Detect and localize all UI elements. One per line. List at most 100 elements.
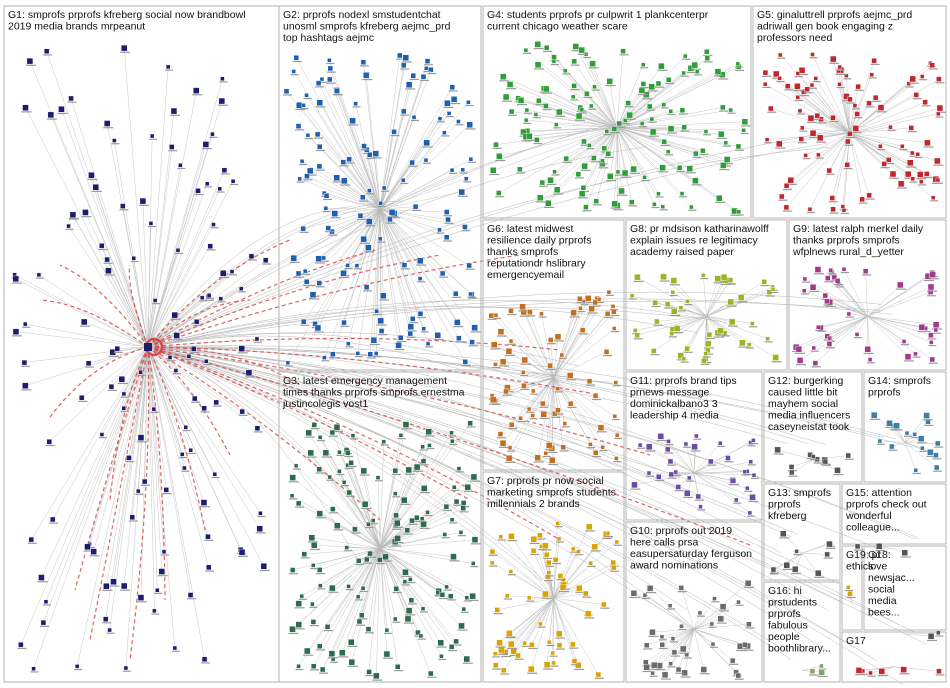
node-g6[interactable]	[593, 450, 599, 456]
node-g1[interactable]	[158, 568, 165, 575]
node-g5[interactable]	[888, 125, 893, 130]
node-g3[interactable]	[310, 619, 317, 625]
node-g4[interactable]	[553, 186, 561, 193]
node-g8[interactable]	[750, 321, 755, 326]
node-g1[interactable]	[173, 332, 180, 339]
node-g11[interactable]	[667, 458, 674, 465]
node-g3[interactable]	[420, 444, 425, 450]
node-g4[interactable]	[534, 41, 541, 48]
node-g3[interactable]	[356, 618, 363, 625]
node-g3[interactable]	[382, 553, 389, 561]
node-g6[interactable]	[493, 312, 499, 318]
node-g4[interactable]	[539, 179, 546, 186]
node-g3[interactable]	[439, 654, 444, 659]
node-g1[interactable]	[103, 120, 111, 127]
node-g4[interactable]	[545, 200, 552, 207]
node-g10[interactable]	[712, 596, 717, 601]
node-g7[interactable]	[546, 570, 551, 575]
node-g4[interactable]	[589, 60, 596, 67]
node-g11[interactable]	[742, 469, 747, 474]
node-g6[interactable]	[503, 388, 509, 395]
node-g6[interactable]	[562, 421, 568, 426]
node-g7[interactable]	[570, 641, 576, 648]
node-g5[interactable]	[787, 176, 794, 184]
node-g4[interactable]	[615, 169, 621, 175]
node-g2[interactable]	[360, 59, 367, 65]
node-g3[interactable]	[310, 663, 317, 669]
node-g6[interactable]	[549, 457, 556, 464]
node-g1[interactable]	[118, 376, 126, 383]
node-g1[interactable]	[148, 221, 154, 226]
node-g2[interactable]	[370, 337, 378, 344]
node-g11[interactable]	[684, 490, 691, 497]
node-g4[interactable]	[547, 177, 554, 184]
node-g10[interactable]	[670, 636, 676, 641]
node-g3[interactable]	[317, 567, 323, 573]
node-g1[interactable]	[114, 345, 121, 352]
node-g2[interactable]	[454, 319, 461, 326]
node-g1[interactable]	[238, 548, 246, 556]
node-g1[interactable]	[218, 296, 224, 301]
node-g2[interactable]	[407, 323, 414, 330]
node-g9[interactable]	[809, 284, 817, 291]
node-g1[interactable]	[40, 619, 47, 626]
node-g4[interactable]	[581, 162, 588, 170]
node-g1[interactable]	[85, 360, 92, 367]
node-g1[interactable]	[152, 608, 157, 614]
node-g2[interactable]	[327, 76, 333, 83]
node-g4[interactable]	[693, 150, 699, 157]
node-g3[interactable]	[361, 501, 369, 508]
node-g6[interactable]	[596, 297, 602, 302]
node-g8[interactable]	[701, 357, 707, 364]
node-g7[interactable]	[537, 532, 543, 539]
node-g6[interactable]	[570, 309, 577, 316]
node-g6[interactable]	[490, 396, 497, 404]
node-g5[interactable]	[866, 192, 872, 199]
node-g7[interactable]	[585, 523, 593, 530]
node-g2[interactable]	[363, 284, 370, 290]
node-g9[interactable]	[816, 325, 821, 330]
node-g4[interactable]	[716, 194, 723, 202]
node-g4[interactable]	[661, 139, 667, 145]
node-g6[interactable]	[560, 444, 566, 450]
node-g1[interactable]	[167, 355, 173, 360]
node-g3[interactable]	[394, 519, 401, 527]
node-g2[interactable]	[321, 255, 327, 261]
node-g3[interactable]	[449, 430, 454, 435]
node-g2[interactable]	[357, 212, 364, 219]
node-g6[interactable]	[614, 456, 619, 461]
node-g1[interactable]	[31, 666, 36, 671]
node-g3[interactable]	[404, 527, 410, 534]
node-g2[interactable]	[462, 359, 468, 365]
node-g9[interactable]	[932, 321, 940, 329]
node-g2[interactable]	[395, 342, 402, 349]
node-g2[interactable]	[380, 292, 387, 300]
node-g8[interactable]	[670, 277, 678, 284]
node-g2[interactable]	[401, 108, 407, 115]
node-g8[interactable]	[664, 301, 671, 308]
node-g3[interactable]	[464, 484, 472, 491]
node-g4[interactable]	[718, 131, 725, 138]
node-g8[interactable]	[673, 325, 681, 332]
node-g11[interactable]	[745, 485, 750, 491]
node-g14[interactable]	[933, 452, 939, 458]
node-g7[interactable]	[527, 595, 532, 601]
node-g5[interactable]	[826, 167, 832, 174]
node-g2[interactable]	[333, 174, 340, 181]
node-g5[interactable]	[845, 138, 851, 145]
node-g6[interactable]	[592, 393, 599, 399]
node-g5[interactable]	[847, 131, 853, 137]
node-g5[interactable]	[924, 139, 931, 147]
node-g1[interactable]	[221, 167, 228, 173]
node-g5[interactable]	[830, 55, 837, 63]
node-g3[interactable]	[304, 647, 311, 655]
node-g3[interactable]	[413, 463, 421, 471]
node-g5[interactable]	[803, 153, 808, 158]
node-g3[interactable]	[346, 489, 352, 496]
node-g1[interactable]	[21, 359, 28, 366]
node-g2[interactable]	[295, 123, 302, 129]
node-g5[interactable]	[830, 206, 836, 213]
node-g15[interactable]	[901, 549, 908, 556]
node-g4[interactable]	[581, 138, 587, 145]
node-g2[interactable]	[442, 130, 447, 135]
